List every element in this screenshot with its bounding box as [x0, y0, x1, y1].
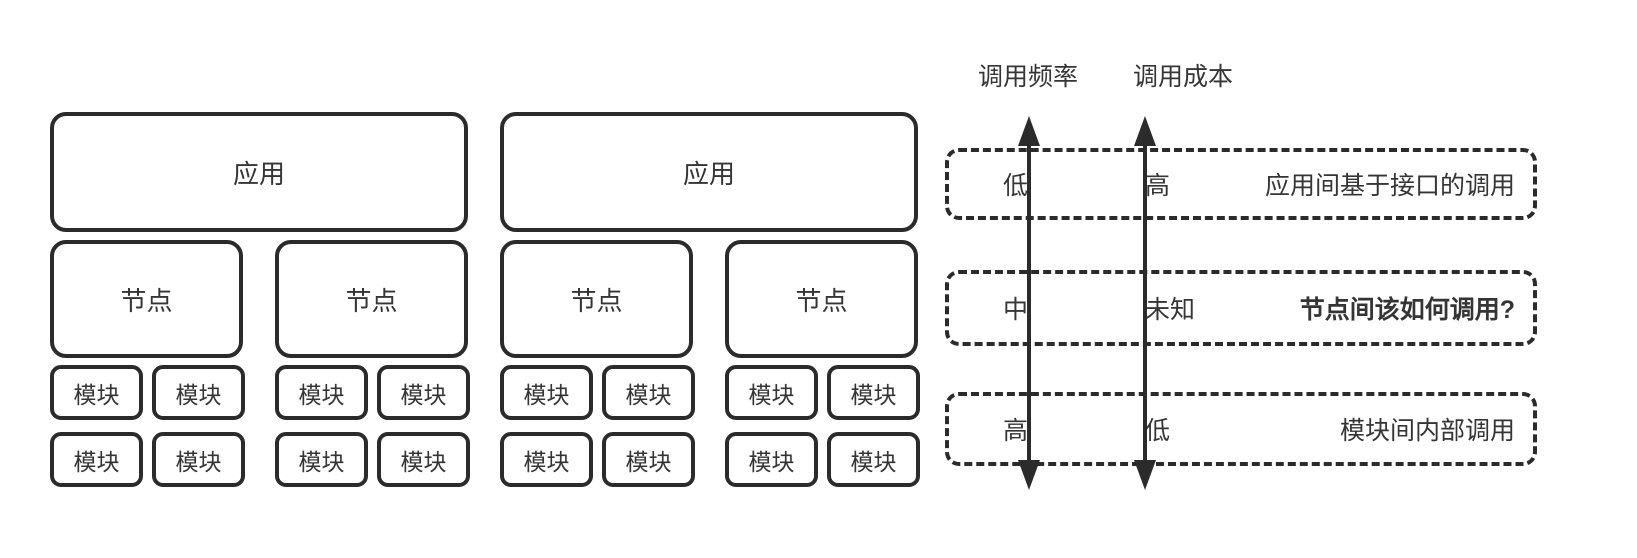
module-box[interactable]: 模块	[152, 365, 245, 420]
legend-cost-value: 高	[1145, 172, 1171, 200]
module-box[interactable]: 模块	[275, 432, 368, 487]
legend-row: 中 未知 节点间该如何调用?	[945, 270, 1537, 346]
legend-description: 应用间基于接口的调用	[1264, 172, 1515, 200]
node-box[interactable]: 节点	[725, 240, 918, 358]
module-label: 模块	[748, 448, 795, 475]
legend-header-cost: 调用成本	[1132, 63, 1233, 91]
module-label: 模块	[850, 381, 897, 408]
call-frequency-axis-arrow-icon	[1014, 116, 1044, 490]
node-label: 节点	[345, 285, 398, 316]
module-label: 模块	[298, 448, 345, 475]
module-label: 模块	[523, 448, 570, 475]
module-box[interactable]: 模块	[500, 365, 593, 420]
module-label: 模块	[175, 448, 222, 475]
call-cost-axis-arrow-icon	[1130, 116, 1160, 490]
application-cluster-1: 应用 节点 节点 模块 模块 模块 模块 模块 模块 模块 模块	[50, 112, 470, 490]
legend-cost-value: 未知	[1145, 296, 1196, 324]
module-label: 模块	[175, 381, 222, 408]
module-box[interactable]: 模块	[377, 365, 470, 420]
legend-cost-value: 低	[1145, 417, 1171, 445]
module-box[interactable]: 模块	[602, 432, 695, 487]
module-box[interactable]: 模块	[275, 365, 368, 420]
application-label: 应用	[232, 158, 285, 189]
module-label: 模块	[73, 381, 120, 408]
call-characteristics-legend: 调用频率 调用成本 低 高 应用间基于接口的调用 中 未知 节点间该如何调用? …	[940, 0, 1540, 558]
module-box[interactable]: 模块	[602, 365, 695, 420]
module-box[interactable]: 模块	[50, 365, 143, 420]
module-box[interactable]: 模块	[827, 432, 920, 487]
node-label: 节点	[120, 285, 173, 316]
module-label: 模块	[298, 381, 345, 408]
module-box[interactable]: 模块	[152, 432, 245, 487]
module-box[interactable]: 模块	[827, 365, 920, 420]
module-label: 模块	[625, 381, 672, 408]
legend-row: 高 低 模块间内部调用	[945, 392, 1537, 466]
application-label: 应用	[682, 158, 735, 189]
node-box[interactable]: 节点	[50, 240, 243, 358]
module-box[interactable]: 模块	[500, 432, 593, 487]
legend-description-highlight: 节点间该如何调用?	[1299, 296, 1515, 324]
legend-row: 低 高 应用间基于接口的调用	[945, 148, 1537, 220]
module-label: 模块	[625, 448, 672, 475]
application-cluster-2: 应用 节点 节点 模块 模块 模块 模块 模块 模块 模块 模块	[500, 112, 920, 490]
module-box[interactable]: 模块	[50, 432, 143, 487]
module-box[interactable]: 模块	[377, 432, 470, 487]
application-box[interactable]: 应用	[500, 112, 918, 232]
legend-frequency-value: 高	[1003, 417, 1029, 445]
legend-description: 模块间内部调用	[1339, 417, 1515, 445]
legend-frequency-value: 低	[1003, 172, 1029, 200]
node-label: 节点	[570, 285, 623, 316]
module-box[interactable]: 模块	[725, 365, 818, 420]
module-box[interactable]: 模块	[725, 432, 818, 487]
node-label: 节点	[795, 285, 848, 316]
module-label: 模块	[400, 381, 447, 408]
module-label: 模块	[400, 448, 447, 475]
module-label: 模块	[748, 381, 795, 408]
node-box[interactable]: 节点	[500, 240, 693, 358]
legend-frequency-value: 中	[1003, 296, 1029, 324]
application-box[interactable]: 应用	[50, 112, 468, 232]
module-label: 模块	[850, 448, 897, 475]
node-box[interactable]: 节点	[275, 240, 468, 358]
legend-header-frequency: 调用频率	[977, 63, 1078, 91]
module-label: 模块	[73, 448, 120, 475]
module-label: 模块	[523, 381, 570, 408]
